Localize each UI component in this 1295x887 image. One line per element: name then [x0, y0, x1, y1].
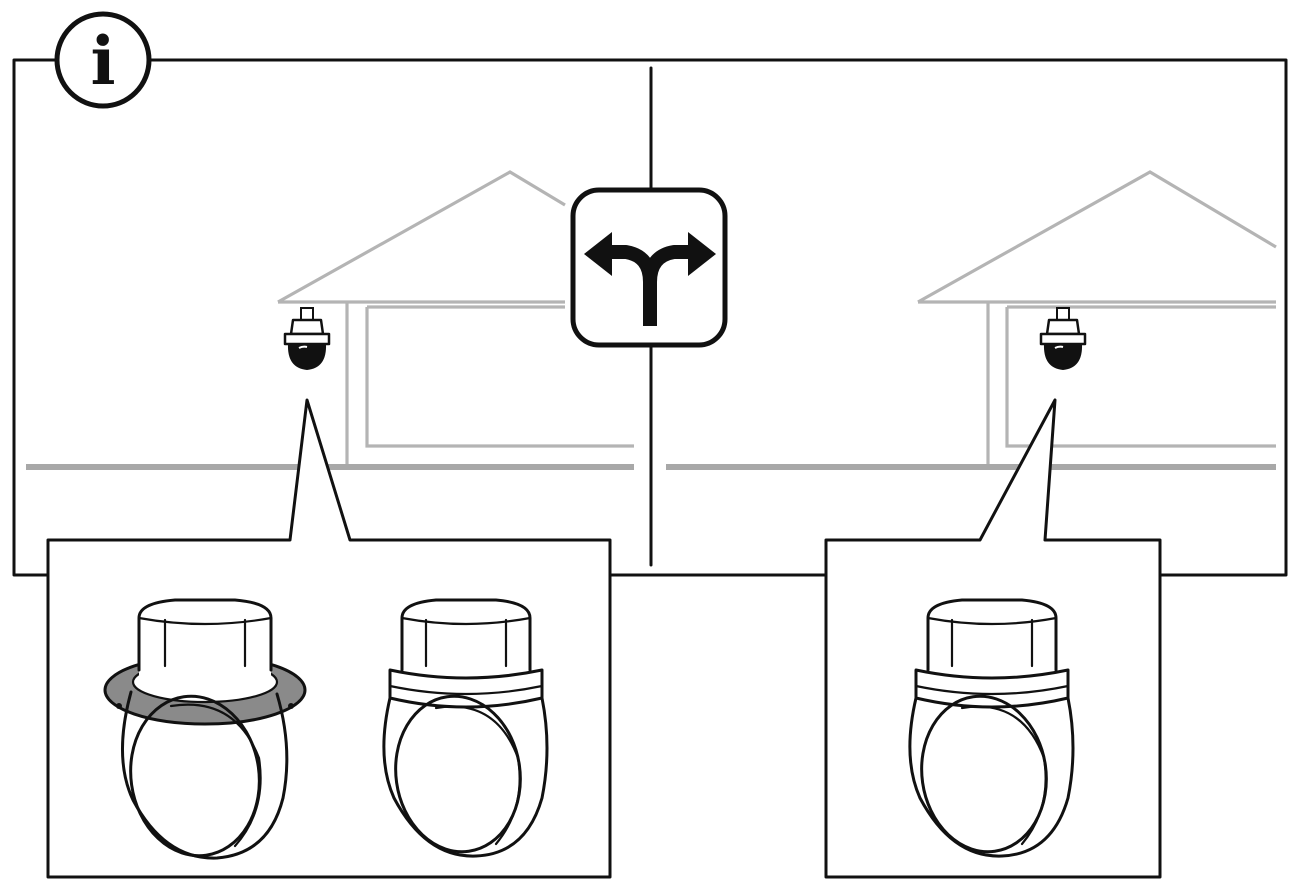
info-icon: i: [90, 22, 115, 100]
left-callout: [46, 398, 612, 879]
right-scene-camera: [1039, 306, 1087, 372]
left-scene-house: [26, 170, 634, 470]
right-scene-house: [666, 170, 1277, 470]
right-callout: [824, 398, 1162, 879]
left-scene-camera: [283, 306, 331, 372]
fork-arrows-icon: [570, 187, 728, 348]
dome-camera-with-flange-plate: [103, 598, 307, 860]
outer-frame: [12, 58, 1288, 577]
info-badge: i: [54, 11, 152, 109]
